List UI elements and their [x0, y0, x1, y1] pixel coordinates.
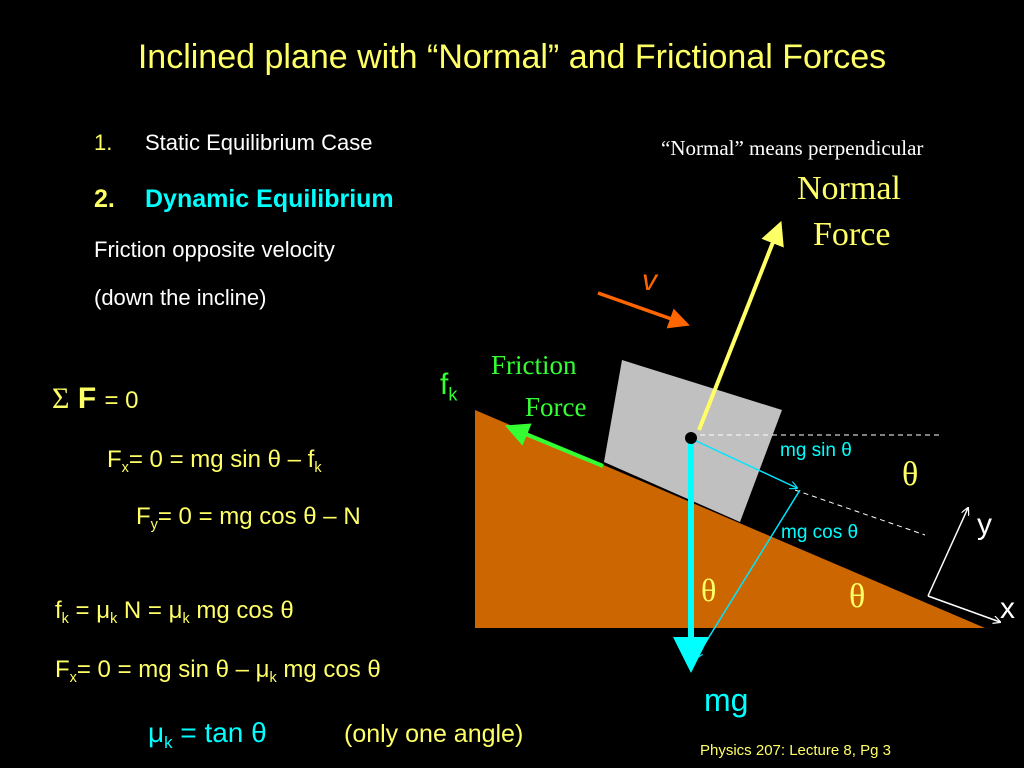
normal-force-arrow	[697, 220, 784, 431]
friction-force-label-line2: Force	[525, 392, 587, 422]
fk-mg-cos: mg cos θ	[189, 597, 294, 624]
y-axis-arrow	[927, 508, 968, 597]
mg-label: mg	[704, 682, 749, 718]
friction-force-label-line1: Friction	[491, 350, 577, 380]
fk-mu-subscript: k	[110, 611, 118, 628]
fk-diagram-subscript: k	[448, 384, 458, 405]
mu-result-equation: μk = tan θ	[148, 717, 267, 752]
fx2-expression: = 0 = mg sin θ – μ	[76, 656, 270, 683]
theta-weight-label: θ	[701, 572, 717, 608]
y-axis-label: y	[977, 508, 992, 541]
theta-incline-label: θ	[849, 578, 866, 615]
mu-symbol: μ	[148, 717, 165, 748]
force-vector-symbol: F	[77, 382, 97, 415]
fy-subscript: y	[150, 517, 158, 534]
fx2-mg-cos: mg cos θ	[276, 656, 381, 683]
fx-subscript: x	[121, 460, 129, 477]
fk-equation: fk = μk N = μk mg cos θ	[55, 597, 294, 628]
fy-equation: Fy= 0 = mg cos θ – N	[136, 503, 361, 534]
fx2-mu-subscript: k	[269, 670, 277, 687]
one-angle-note: (only one angle)	[344, 720, 524, 748]
fx-expression: = 0 = mg sin θ – f	[128, 446, 315, 473]
fk-diagram-label: fk	[440, 368, 458, 405]
footer: Physics 207: Lecture 8, Pg 3	[700, 742, 891, 759]
list-item-2-text: Dynamic Equilibrium	[145, 185, 394, 213]
center-of-mass-dot	[685, 432, 697, 444]
fk-subscript: k	[61, 611, 69, 628]
fk-equals-mu: = μ	[68, 597, 111, 624]
fy-expression: = 0 = mg cos θ – N	[157, 503, 361, 530]
incline-parallel-dashed-line	[794, 489, 926, 536]
list-item-1-text: Static Equilibrium Case	[145, 130, 373, 155]
fk-diagram-f: f	[440, 368, 449, 401]
fk-n-equals-mu: N = μ	[117, 597, 183, 624]
velocity-arrow	[597, 291, 690, 329]
mg-sin-component-arrow	[693, 439, 797, 488]
fx-dynamic-equation: Fx= 0 = mg sin θ – μk mg cos θ	[55, 656, 381, 687]
mg-cos-component-arrow	[696, 489, 801, 658]
x-axis-arrow	[927, 595, 1000, 622]
mu-subscript: k	[164, 732, 173, 752]
mg-cos-label: mg cos θ	[781, 522, 859, 543]
mg-sin-label: mg sin θ	[780, 440, 852, 461]
mu-tan-theta: = tan θ	[172, 717, 267, 748]
fx-symbol: F	[107, 446, 122, 473]
friction-arrow	[504, 423, 604, 468]
fx-equation: Fx= 0 = mg sin θ – fk	[107, 446, 322, 477]
list-item-2-number: 2.	[94, 185, 115, 213]
friction-note-line2: (down the incline)	[94, 285, 267, 310]
sum-forces-equation: Σ F = 0	[52, 382, 139, 416]
sum-equals: = 0	[104, 387, 139, 414]
fx2-subscript: x	[69, 670, 77, 687]
theta-horizontal-label: θ	[902, 456, 919, 493]
fx2-symbol: F	[55, 656, 70, 683]
sigma-symbol: Σ	[52, 382, 70, 415]
fk-symbol: f	[55, 597, 62, 624]
list-item-1-number: 1.	[94, 130, 113, 155]
fy-symbol: F	[136, 503, 151, 530]
normal-force-label-line1: Normal	[797, 170, 901, 207]
friction-note-line1: Friction opposite velocity	[94, 237, 335, 262]
slide-title: Inclined plane with “Normal” and Frictio…	[137, 38, 887, 76]
x-axis-label: x	[1000, 592, 1015, 625]
normal-force-label-line2: Force	[813, 216, 891, 253]
fx-fk-subscript: k	[314, 460, 322, 477]
normal-definition-note: “Normal” means perpendicular	[661, 136, 924, 160]
fk-mu-subscript-2: k	[182, 611, 190, 628]
velocity-label: v	[642, 264, 657, 297]
